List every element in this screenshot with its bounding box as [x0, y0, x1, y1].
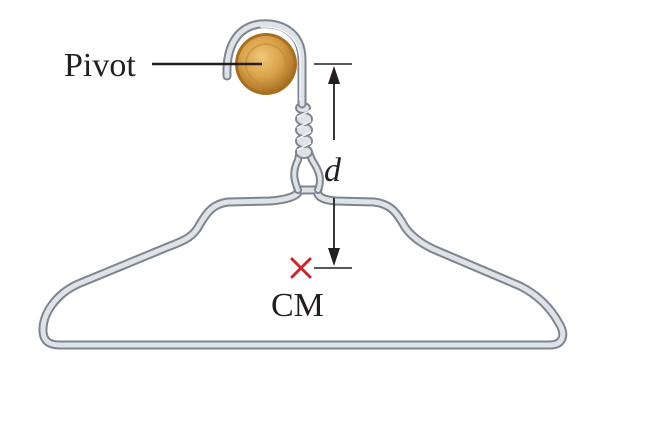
distance-label: d [324, 152, 342, 189]
dimension-arrow-up [328, 66, 340, 140]
pivot-label: Pivot [64, 47, 136, 84]
hanger-wire [38, 19, 568, 350]
hanger-twist [295, 102, 313, 159]
hanger-body-fill [40, 187, 566, 348]
dimension-arrow-down [328, 198, 340, 266]
cm-label: CM [271, 287, 324, 324]
cm-marker-icon [290, 257, 312, 279]
